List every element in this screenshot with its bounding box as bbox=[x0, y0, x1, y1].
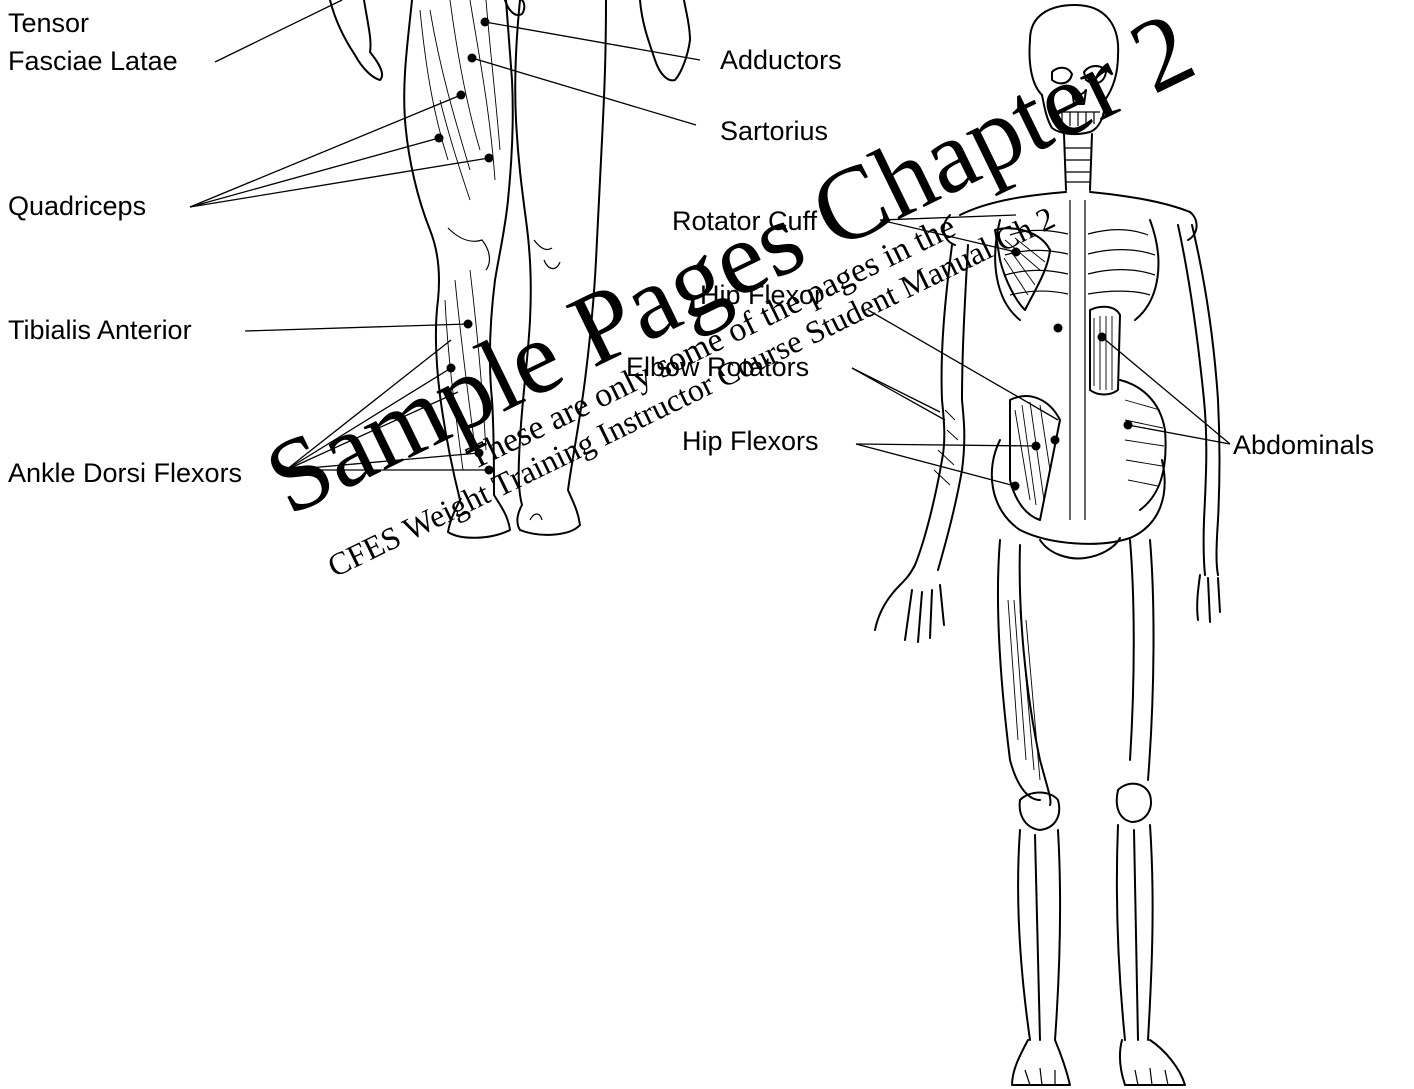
label-abdominals: Abdominals bbox=[1233, 430, 1374, 461]
label-sartorius: Sartorius bbox=[720, 116, 828, 147]
label-quadriceps: Quadriceps bbox=[8, 191, 146, 222]
label-fasciae-latae: Fasciae Latae bbox=[8, 46, 178, 77]
label-adductors: Adductors bbox=[720, 45, 842, 76]
label-ankle-dorsi-flexors: Ankle Dorsi Flexors bbox=[8, 458, 242, 489]
label-tensor: Tensor bbox=[8, 8, 89, 39]
label-tibialis-anterior: Tibialis Anterior bbox=[8, 315, 192, 346]
label-hip-flexors: Hip Flexors bbox=[682, 426, 819, 457]
